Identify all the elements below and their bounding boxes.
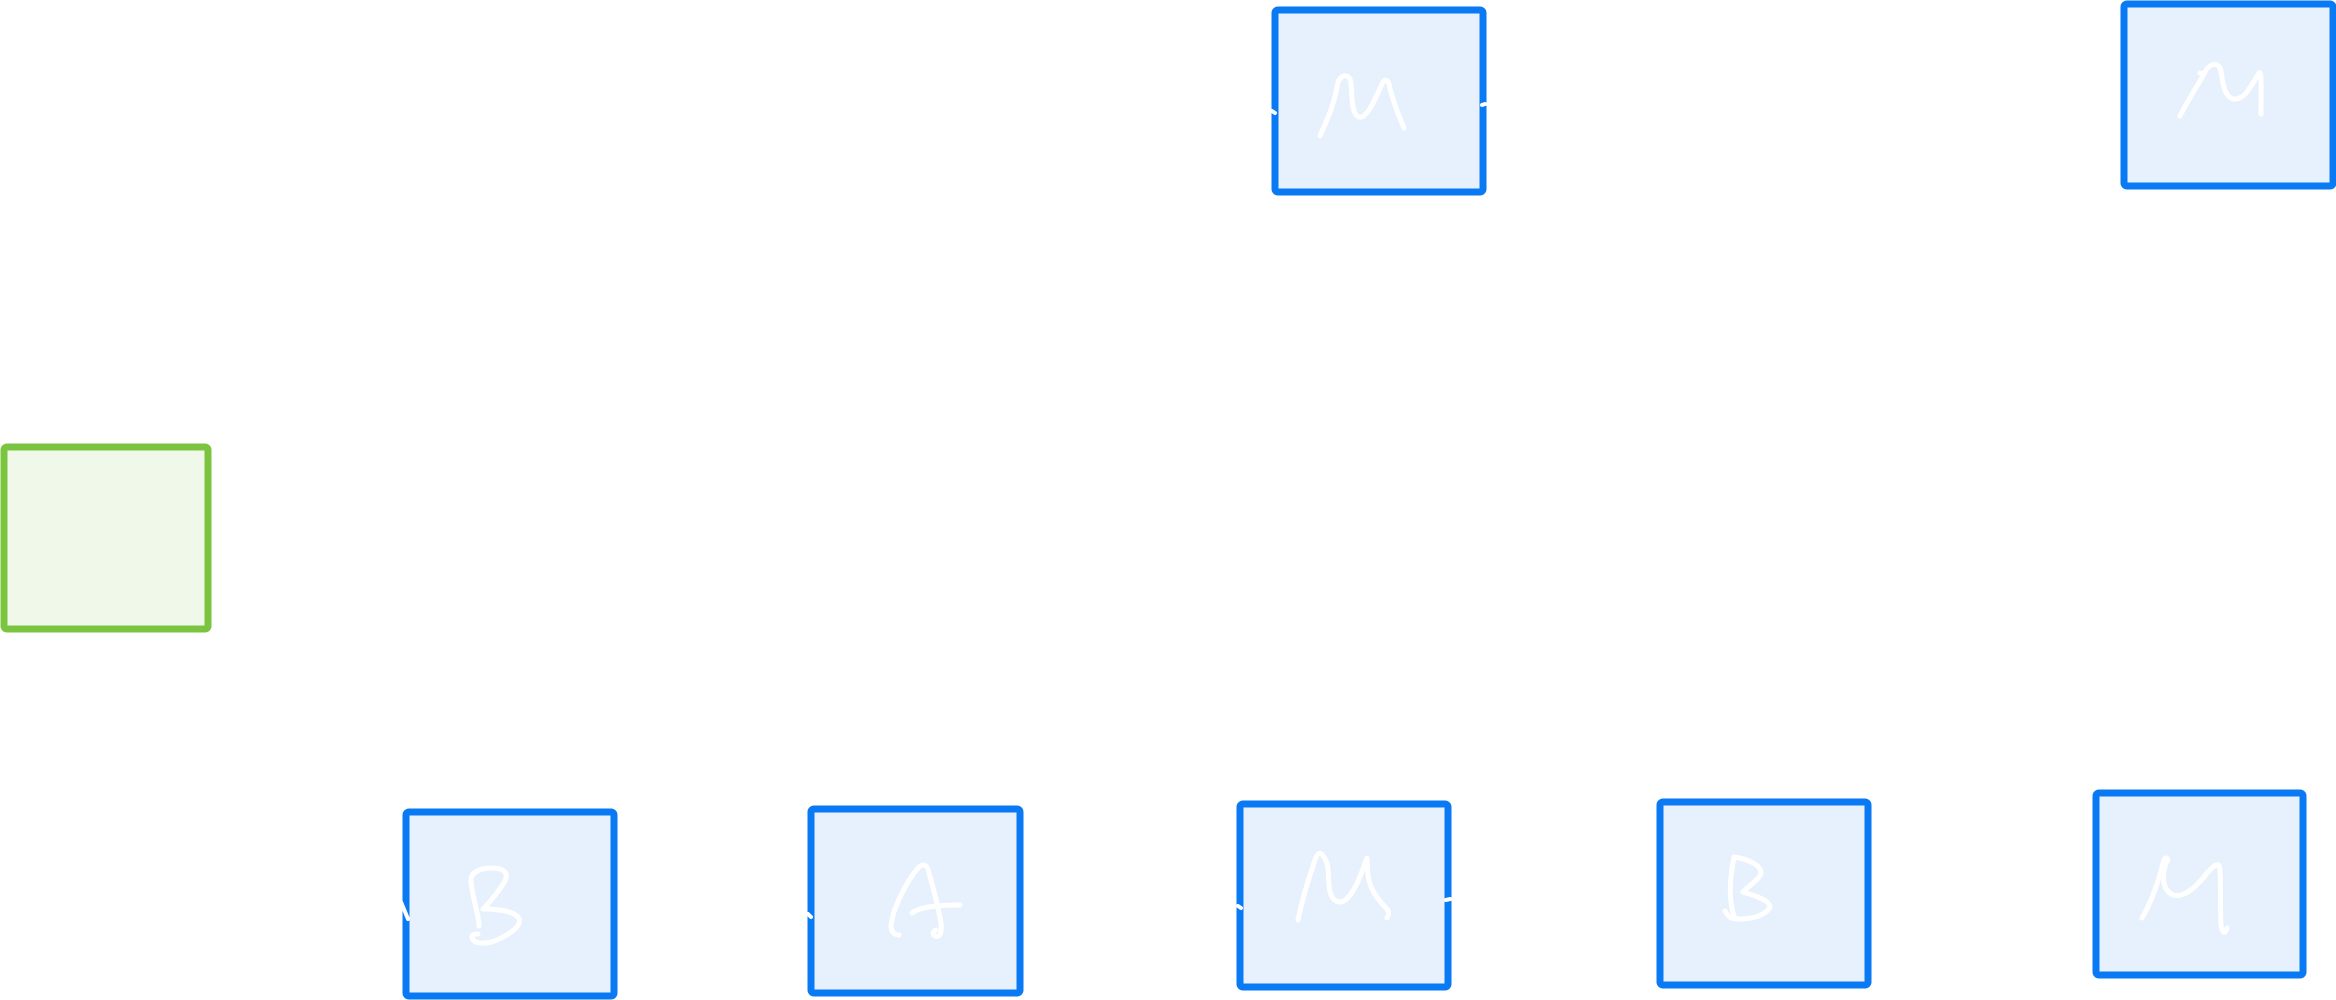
node-bottom-b-1[interactable] bbox=[399, 808, 618, 1000]
connector-marks-icon bbox=[399, 900, 410, 921]
connector-marks-icon bbox=[806, 912, 813, 919]
node-bottom-a[interactable] bbox=[806, 805, 1024, 997]
node-top-m-left[interactable] bbox=[1270, 6, 1487, 196]
letter-b-icon bbox=[1722, 854, 1773, 922]
node-top-m-right[interactable] bbox=[2120, 0, 2336, 190]
letter-m-icon bbox=[2139, 855, 2230, 935]
letter-a-icon bbox=[888, 862, 963, 939]
node-bottom-m-right[interactable] bbox=[2092, 789, 2307, 979]
node-left-green bbox=[0, 443, 212, 633]
node-rectangle bbox=[1236, 800, 1452, 991]
node-rectangle bbox=[1656, 798, 1872, 989]
connector-marks-icon bbox=[1236, 897, 1452, 910]
node-rectangle bbox=[402, 808, 618, 1000]
node-rectangle bbox=[807, 805, 1024, 997]
node-bottom-b-2[interactable] bbox=[1656, 798, 1872, 989]
node-rectangle bbox=[1271, 6, 1487, 196]
letter-m-icon bbox=[1317, 73, 1407, 139]
node-bottom-m[interactable] bbox=[1236, 800, 1452, 991]
connector-marks-icon bbox=[1270, 102, 1487, 115]
letter-m-icon bbox=[2177, 62, 2264, 119]
green-node-rectangle bbox=[0, 443, 212, 633]
letter-b-icon bbox=[468, 865, 522, 946]
letter-m-icon bbox=[1295, 851, 1391, 923]
